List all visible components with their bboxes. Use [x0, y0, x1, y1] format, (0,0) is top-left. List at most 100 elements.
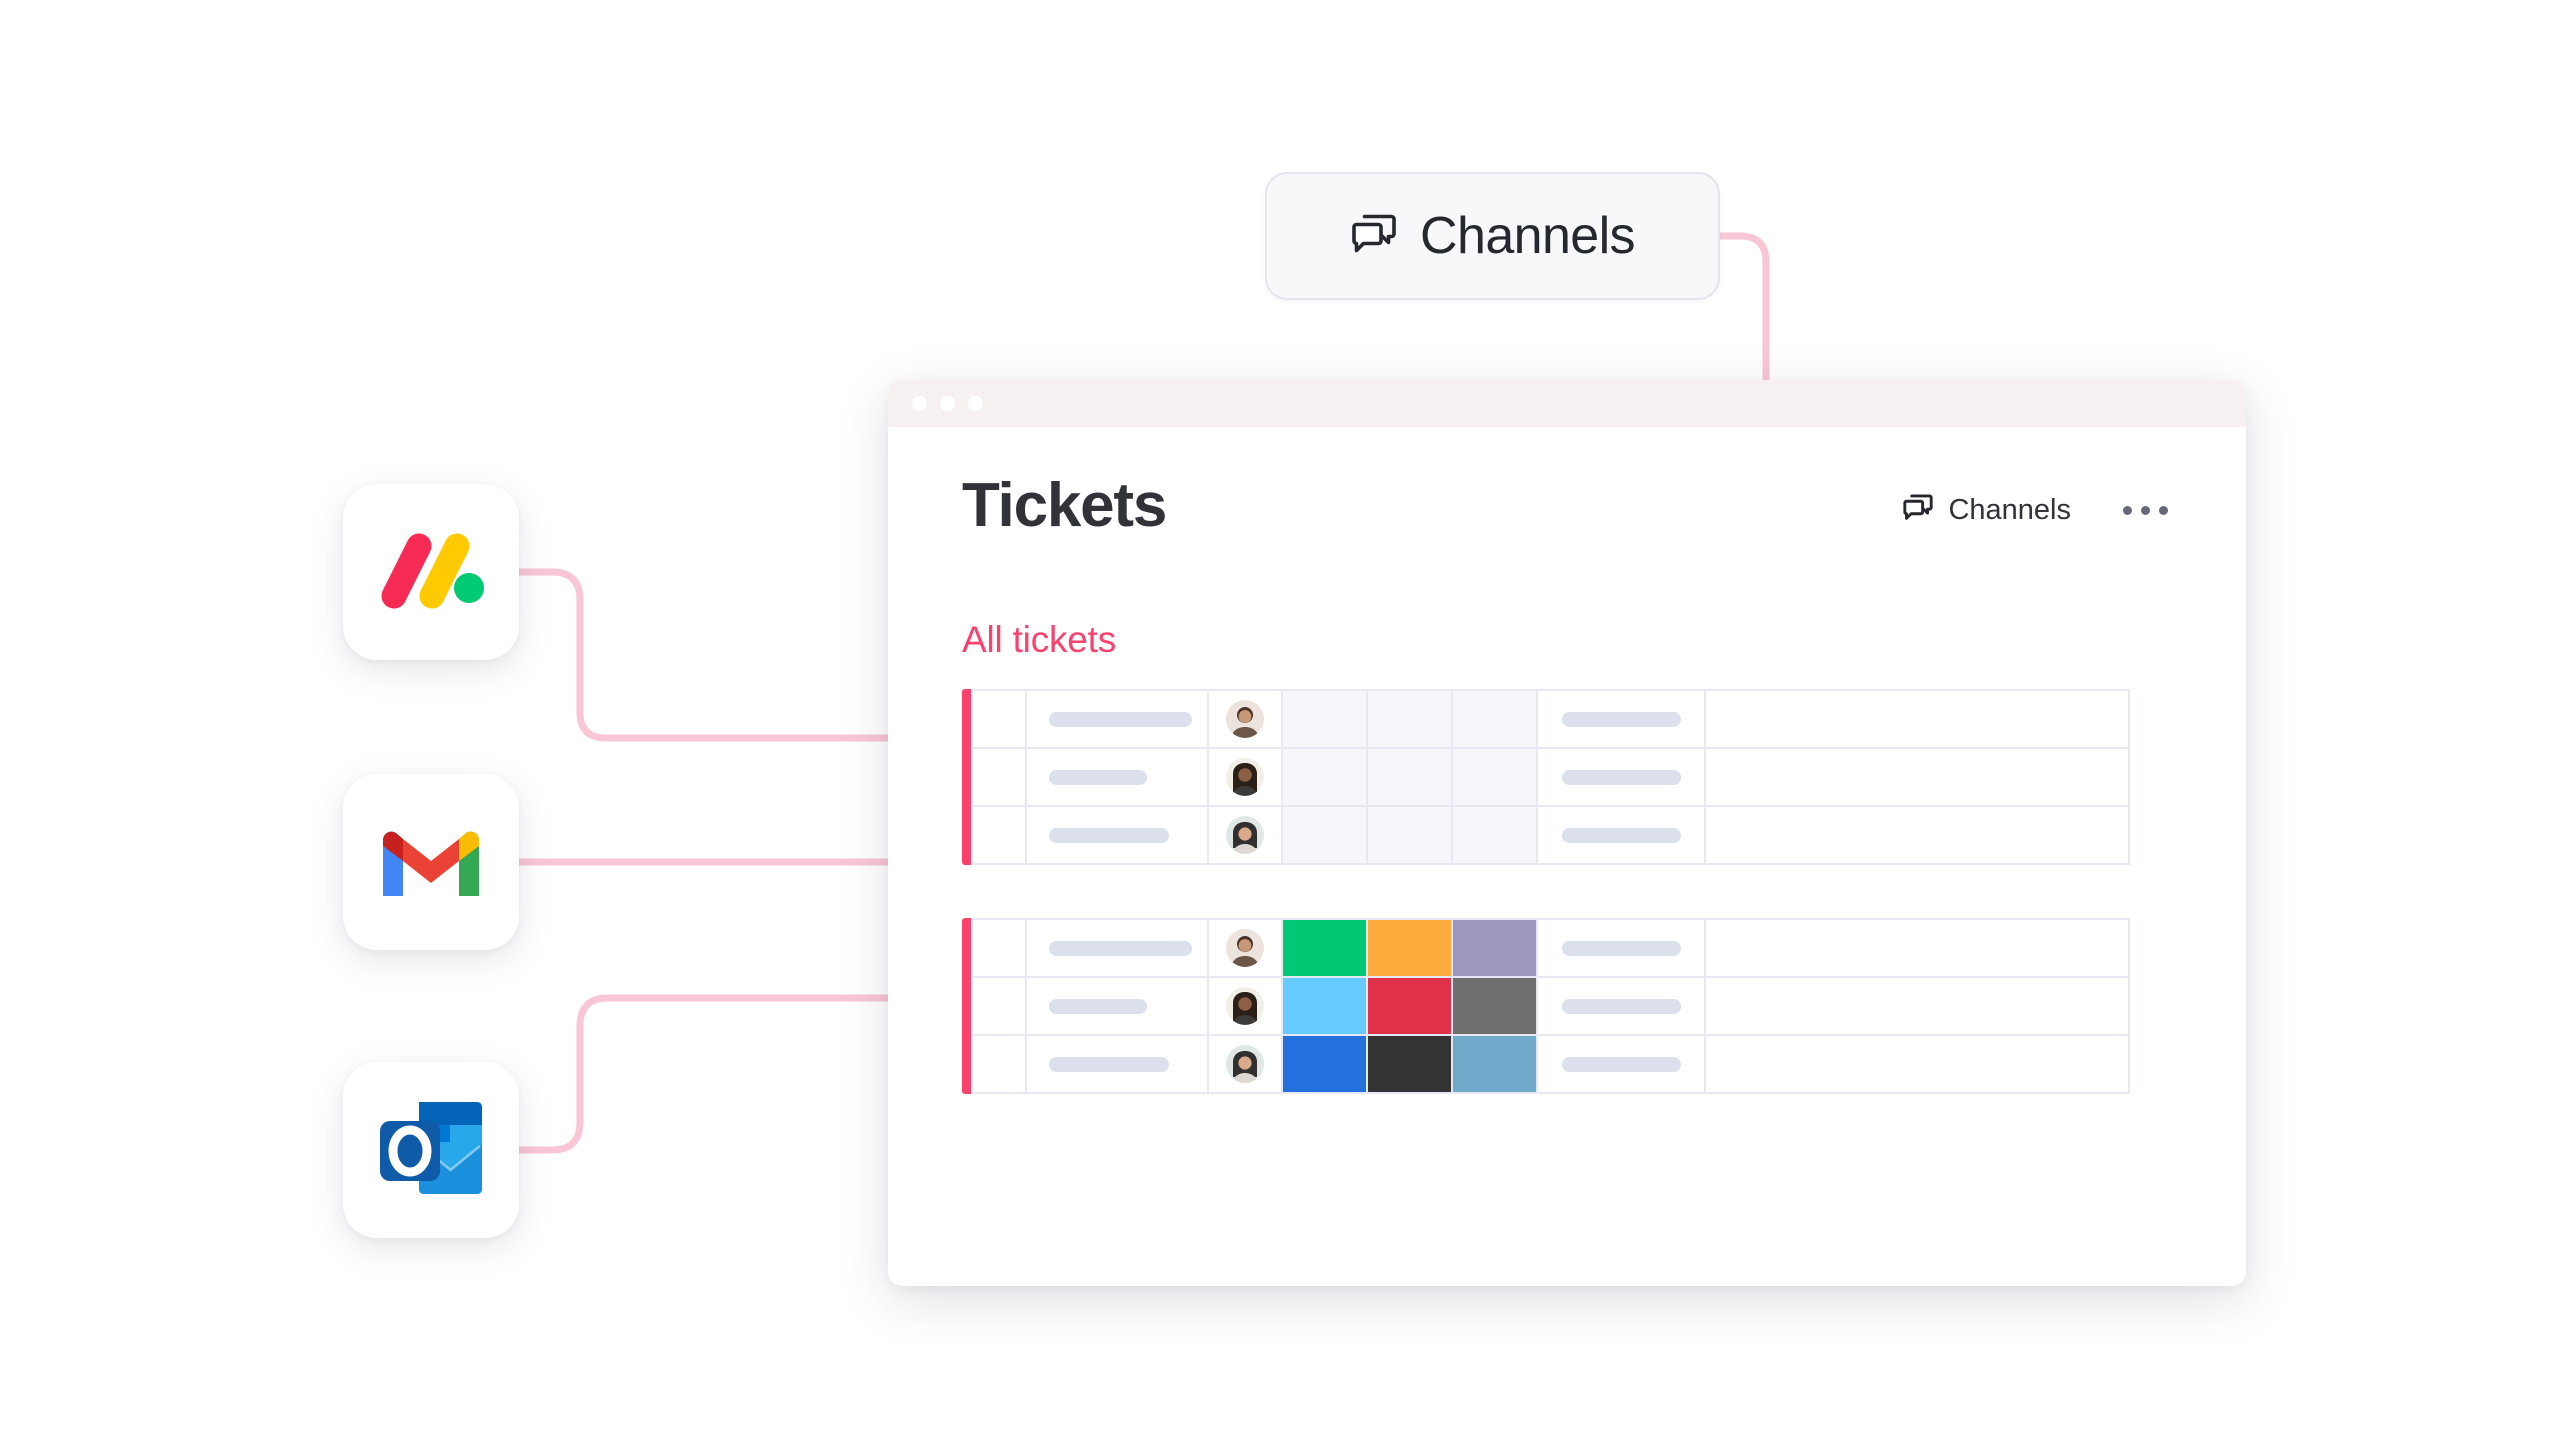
channels-bubbles-icon — [1902, 493, 1934, 527]
more-dot — [2123, 505, 2132, 515]
row-person-cell[interactable] — [1207, 691, 1281, 747]
row-checkbox-cell[interactable] — [971, 978, 1025, 1034]
channels-bubbles-icon — [1350, 212, 1398, 261]
row-person-cell[interactable] — [1207, 807, 1281, 863]
tail-placeholder — [1561, 1056, 1681, 1072]
row-tail-cell[interactable] — [1536, 749, 1704, 805]
row-checkbox-cell[interactable] — [971, 749, 1025, 805]
outlook-logo-icon — [375, 1094, 487, 1207]
channels-button[interactable]: Channels — [1902, 493, 2071, 527]
row-person-cell[interactable] — [1207, 749, 1281, 805]
avatar — [1226, 700, 1264, 738]
row-status-cell[interactable] — [1281, 749, 1366, 805]
row-status-cell[interactable] — [1281, 920, 1366, 976]
row-status-cell[interactable] — [1366, 978, 1451, 1034]
row-status-cell[interactable] — [1281, 1036, 1366, 1092]
row-status-cell[interactable] — [1451, 807, 1536, 863]
row-checkbox-cell[interactable] — [971, 1036, 1025, 1092]
row-end-cell[interactable] — [1704, 1036, 1757, 1092]
table-row[interactable] — [971, 747, 2130, 805]
row-tail-cell[interactable] — [1536, 691, 1704, 747]
table-row[interactable] — [971, 976, 2130, 1034]
row-status-cell[interactable] — [1451, 920, 1536, 976]
row-status-cell[interactable] — [1366, 749, 1451, 805]
more-horizontal-icon[interactable] — [2123, 505, 2168, 515]
table-row[interactable] — [971, 689, 2130, 747]
row-checkbox-cell[interactable] — [971, 807, 1025, 863]
row-name-cell[interactable] — [1025, 978, 1207, 1034]
row-tail-cell[interactable] — [1536, 978, 1704, 1034]
row-end-cell[interactable] — [1704, 978, 1757, 1034]
row-status-cell[interactable] — [1451, 691, 1536, 747]
name-placeholder — [1049, 827, 1169, 843]
window-close-dot[interactable] — [912, 396, 927, 411]
status-swatch-gray — [1453, 978, 1536, 1034]
name-placeholder — [1049, 998, 1147, 1014]
wire-outlook-to-window — [515, 990, 904, 1154]
row-status-cell[interactable] — [1451, 1036, 1536, 1092]
row-status-cell[interactable] — [1451, 978, 1536, 1034]
row-tail-cell[interactable] — [1536, 1036, 1704, 1092]
wire-monday-to-window — [515, 568, 904, 746]
row-end-cell[interactable] — [1704, 807, 1757, 863]
row-name-cell[interactable] — [1025, 807, 1207, 863]
avatar — [1226, 929, 1264, 967]
status-swatch-purple — [1453, 920, 1536, 976]
monday-logo-icon — [377, 526, 485, 619]
board-header-actions: Channels — [1902, 493, 2168, 527]
status-swatch-red — [1368, 978, 1451, 1034]
row-tail-cell[interactable] — [1536, 920, 1704, 976]
app-card-outlook[interactable] — [343, 1062, 519, 1238]
avatar — [1226, 816, 1264, 854]
row-status-cell[interactable] — [1366, 1036, 1451, 1092]
name-placeholder — [1049, 940, 1192, 956]
channels-callout-badge[interactable]: Channels — [1265, 172, 1720, 300]
table-row[interactable] — [971, 918, 2130, 976]
row-status-cell[interactable] — [1366, 691, 1451, 747]
avatar — [1226, 758, 1264, 796]
group-accent-bar — [962, 689, 971, 865]
row-person-cell[interactable] — [1207, 920, 1281, 976]
row-checkbox-cell[interactable] — [971, 691, 1025, 747]
row-name-cell[interactable] — [1025, 1036, 1207, 1092]
channels-button-label: Channels — [1948, 493, 2071, 526]
window-minimize-dot[interactable] — [940, 396, 955, 411]
browser-window: Tickets Channels — [888, 380, 2246, 1286]
row-status-cell[interactable] — [1451, 749, 1536, 805]
row-end-cell[interactable] — [1704, 920, 1757, 976]
row-name-cell[interactable] — [1025, 691, 1207, 747]
row-status-cell[interactable] — [1366, 807, 1451, 863]
avatar — [1226, 1045, 1264, 1083]
name-placeholder — [1049, 711, 1192, 727]
row-name-cell[interactable] — [1025, 920, 1207, 976]
more-dot — [2141, 505, 2150, 515]
row-status-cell[interactable] — [1281, 691, 1366, 747]
status-swatch-steel-blue — [1453, 1036, 1536, 1092]
status-swatch-orange — [1368, 920, 1451, 976]
window-maximize-dot[interactable] — [968, 396, 983, 411]
table-row[interactable] — [971, 1034, 2130, 1094]
status-swatch-blue — [1283, 1036, 1366, 1092]
table-row[interactable] — [971, 805, 2130, 865]
app-card-monday[interactable] — [343, 484, 519, 660]
row-end-cell[interactable] — [1704, 691, 1757, 747]
tail-placeholder — [1561, 769, 1681, 785]
tail-placeholder — [1561, 940, 1681, 956]
row-status-cell[interactable] — [1281, 807, 1366, 863]
row-person-cell[interactable] — [1207, 978, 1281, 1034]
row-status-cell[interactable] — [1366, 920, 1451, 976]
row-status-cell[interactable] — [1281, 978, 1366, 1034]
more-dot — [2159, 505, 2168, 515]
row-person-cell[interactable] — [1207, 1036, 1281, 1092]
tail-placeholder — [1561, 827, 1681, 843]
row-tail-cell[interactable] — [1536, 807, 1704, 863]
app-card-gmail[interactable] — [343, 774, 519, 950]
row-end-cell[interactable] — [1704, 749, 1757, 805]
name-placeholder — [1049, 769, 1147, 785]
avatar — [1226, 987, 1264, 1025]
ticket-group — [962, 689, 2130, 865]
section-label: All tickets — [962, 619, 1117, 660]
row-name-cell[interactable] — [1025, 749, 1207, 805]
board-header: Tickets Channels — [888, 475, 2246, 537]
row-checkbox-cell[interactable] — [971, 920, 1025, 976]
